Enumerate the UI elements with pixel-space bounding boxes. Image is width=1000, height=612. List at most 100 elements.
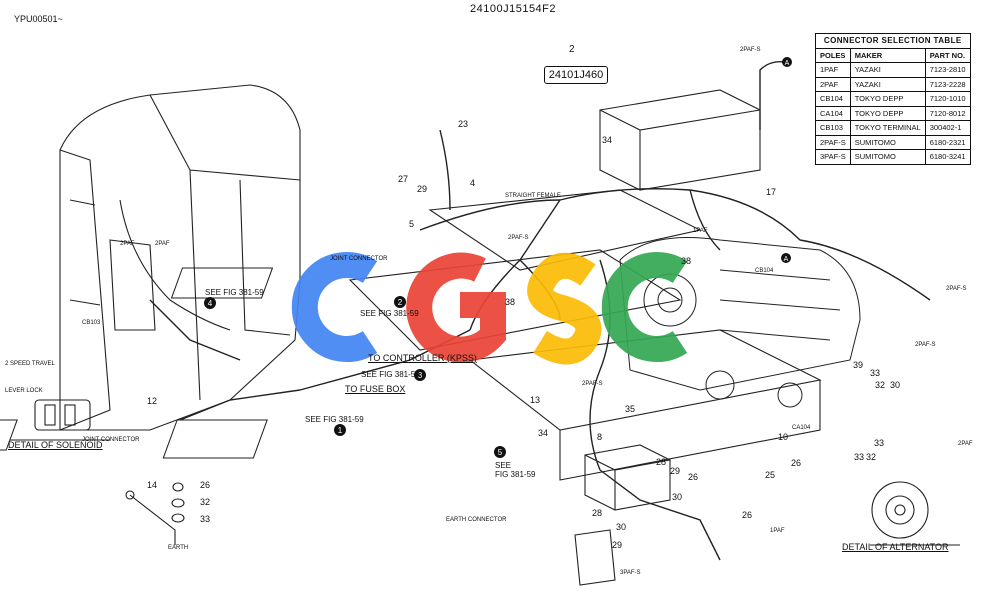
callout-29: 30 xyxy=(672,492,683,502)
joint-connector-strip xyxy=(162,419,268,459)
callout-32: 32 xyxy=(200,497,211,507)
fig-markers: 1 2 3 4 5 A A xyxy=(204,57,792,458)
watermark xyxy=(291,252,688,365)
callout-11: 12 xyxy=(147,396,158,406)
callout-32: 32 xyxy=(875,380,886,390)
serial-range: YPU00501~ xyxy=(14,14,63,24)
label-see-fig-5b: FIG 381-59 xyxy=(495,470,536,479)
tag-2paf-s: 2PAF-S xyxy=(740,47,761,53)
tag-1paf: 1PAF xyxy=(693,228,708,234)
callout-38: 38 xyxy=(681,256,692,266)
callout-29: 30 xyxy=(616,522,627,532)
callout-23: 25 xyxy=(765,470,776,480)
tag-2paf-s: 2PAF-S xyxy=(582,381,603,387)
callout-25: 26 xyxy=(742,510,753,520)
callout-25: 26 xyxy=(688,472,699,482)
label-lever-lock: LEVER LOCK xyxy=(5,388,43,394)
cab-drawing xyxy=(59,84,301,431)
callout-26: 27 xyxy=(398,174,409,184)
watermark-letter-g xyxy=(406,252,506,363)
tag-2paf: 2PAF xyxy=(958,441,973,447)
tag-2paf-s: 2PAF-S xyxy=(508,235,529,241)
label-joint-connector-1: JOINT CONNECTOR xyxy=(82,437,140,443)
marker-1: 1 xyxy=(338,426,343,435)
callout-38: 38 xyxy=(505,297,516,307)
callout-28: 29 xyxy=(612,540,623,550)
joint-connector-strip xyxy=(170,267,274,299)
tag-2paf: 2PAF xyxy=(120,241,135,247)
part-item-number: 2 xyxy=(569,44,575,55)
label-see-fig-5a: SEE xyxy=(495,461,512,470)
callout-36: 34 xyxy=(602,135,613,145)
callout-34: 33 xyxy=(854,452,865,462)
marker-2: 2 xyxy=(398,298,403,307)
callout-14: 14 xyxy=(147,480,158,490)
tag-3paf-s: 3PAF-S xyxy=(620,570,641,576)
callout-8: 8 xyxy=(597,432,603,442)
arrow-a-mid: A xyxy=(784,256,789,263)
reservoir xyxy=(574,529,616,586)
label-joint-connector-2: JOINT CONNECTOR xyxy=(330,256,388,262)
watermark-letter-c1 xyxy=(291,252,378,362)
callout-10: 10 xyxy=(778,432,789,442)
callout-30: 30 xyxy=(890,380,901,390)
label-see-fig-3: SEE FIG 381-59 xyxy=(361,370,420,379)
callout-33: 33 xyxy=(874,438,885,448)
label-see-fig-2: SEE FIG 381-59 xyxy=(360,309,419,318)
callout-33: 33 xyxy=(870,368,881,378)
callout-17: 23 xyxy=(458,119,469,129)
callout-27: 28 xyxy=(656,457,667,467)
tag-2paf: 2PAF xyxy=(155,241,170,247)
callout-13: 17 xyxy=(766,187,777,197)
marker-5: 5 xyxy=(498,448,503,457)
label-to-controller: TO CONTROLLER (KPSS) xyxy=(368,353,477,363)
callout-33: 33 xyxy=(200,514,211,524)
battery xyxy=(584,444,671,511)
callout-27: 28 xyxy=(592,508,603,518)
callout-24: 26 xyxy=(791,458,802,468)
arrow-a-top: A xyxy=(785,60,790,67)
marker-4: 4 xyxy=(208,299,213,308)
label-to-fuse-box: TO FUSE BOX xyxy=(345,384,406,394)
tag-cb104: CB104 xyxy=(755,268,774,274)
solenoid-detail xyxy=(10,399,110,441)
drawing-code: 24100J15154F2 xyxy=(470,3,557,15)
callout-28: 29 xyxy=(670,466,681,476)
label-2-speed-travel: 2 SPEED TRAVEL xyxy=(5,361,55,367)
callout-5: 5 xyxy=(409,219,415,229)
callout-28: 29 xyxy=(417,184,428,194)
alternator-detail xyxy=(870,481,960,546)
label-straight-female: STRAIGHT FEMALE xyxy=(505,193,561,199)
callout-39: 39 xyxy=(853,360,864,370)
label-earth: EARTH xyxy=(168,545,189,551)
tag-2paf-s: 2PAF-S xyxy=(946,286,967,292)
marker-3: 3 xyxy=(418,371,423,380)
tag-2paf-s: 2PAF-S xyxy=(915,342,936,348)
label-see-fig-1: SEE FIG 381-59 xyxy=(305,415,364,424)
part-number-box: 24101J460 xyxy=(544,66,608,84)
callout-25: 26 xyxy=(200,480,211,490)
callout-35: 35 xyxy=(625,404,636,414)
callout-12: 13 xyxy=(530,395,541,405)
connector-selection-table: CONNECTOR SELECTION TABLE POLES MAKER PA… xyxy=(815,33,971,165)
callout-4: 4 xyxy=(470,178,476,188)
label-see-fig-4: SEE FIG 381-59 xyxy=(205,288,264,297)
tag-cb103: CB103 xyxy=(82,320,101,326)
callout-32: 32 xyxy=(866,452,877,462)
label-earth-connector: EARTH CONNECTOR xyxy=(446,517,507,523)
tag-1paf: 1PAF xyxy=(770,528,785,534)
label-detail-solenoid: DETAIL OF SOLENOID xyxy=(8,440,103,450)
callout-36: 34 xyxy=(538,428,549,438)
tag-ca104: CA104 xyxy=(792,425,811,431)
watermark-letter-c2 xyxy=(601,252,688,362)
watermark-letter-s xyxy=(527,252,602,365)
earth-stack xyxy=(125,482,185,545)
joint-connector-strip xyxy=(0,419,18,451)
